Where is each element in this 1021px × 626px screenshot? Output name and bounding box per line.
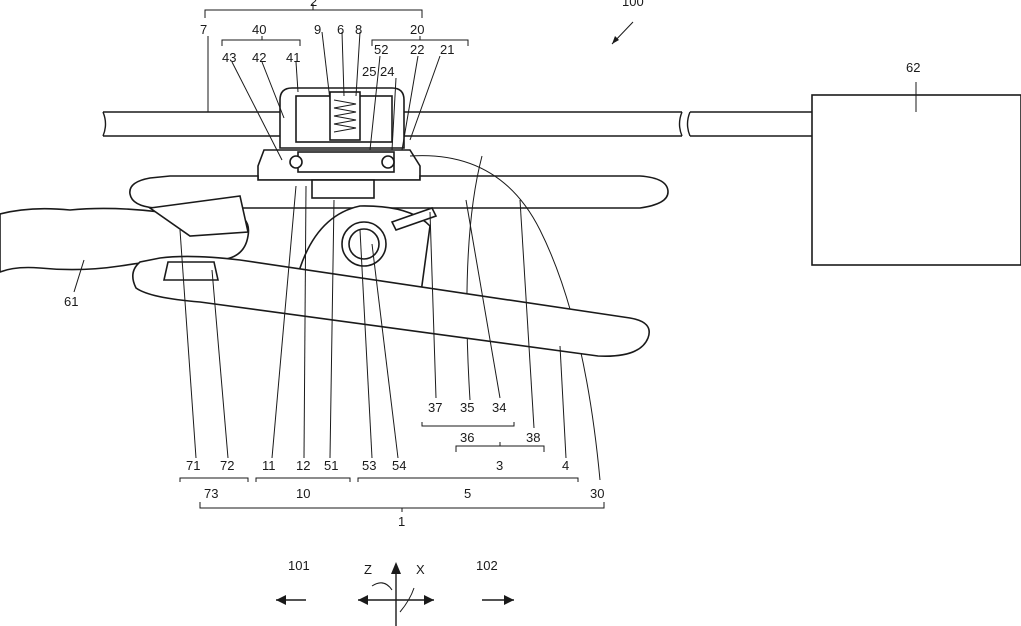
cable-end <box>147 195 249 237</box>
arc-37 <box>409 155 601 481</box>
label-41: 41 <box>286 50 300 65</box>
label-6: 6 <box>337 22 344 37</box>
shaft-break-left <box>678 111 683 137</box>
label-4: 4 <box>562 458 569 473</box>
label-102: 102 <box>476 558 498 573</box>
brace-10 <box>255 477 351 482</box>
label-9: 9 <box>314 22 321 37</box>
brace-73 <box>179 477 249 482</box>
label-30: 30 <box>590 486 604 501</box>
label-51: 51 <box>324 458 338 473</box>
pivot-inner <box>348 228 380 260</box>
label-38: 38 <box>526 430 540 445</box>
label-25: 25 <box>362 64 376 79</box>
brace-2 <box>204 4 423 18</box>
ball-left <box>289 155 303 169</box>
labels: 2 100 7 40 9 6 8 20 43 42 41 52 22 21 25… <box>64 0 920 577</box>
label-22: 22 <box>410 42 424 57</box>
label-20: 20 <box>410 22 424 37</box>
label-3: 3 <box>496 458 503 473</box>
label-34: 34 <box>492 400 506 415</box>
label-21: 21 <box>440 42 454 57</box>
plate-30 <box>129 175 669 209</box>
label-72: 72 <box>220 458 234 473</box>
label-52: 52 <box>374 42 388 57</box>
brace-20 <box>371 36 469 46</box>
brace-5 <box>357 477 579 482</box>
label-1: 1 <box>398 514 405 529</box>
label-54: 54 <box>392 458 406 473</box>
axis-cross <box>358 562 434 626</box>
plate-window <box>311 179 375 199</box>
shaft-break-right <box>686 111 691 137</box>
ball-right <box>381 155 395 169</box>
box-62 <box>811 94 1021 266</box>
label-12: 12 <box>296 458 310 473</box>
label-Z: Z <box>364 562 372 577</box>
label-71: 71 <box>186 458 200 473</box>
arrow-100-head <box>612 36 619 44</box>
label-24: 24 <box>380 64 394 79</box>
pin-upper <box>390 207 438 231</box>
label-42: 42 <box>252 50 266 65</box>
brace-1 <box>199 502 605 512</box>
label-101: 101 <box>288 558 310 573</box>
label-2: 2 <box>310 0 317 9</box>
brace-40 <box>221 36 301 46</box>
label-100: 100 <box>622 0 644 9</box>
label-37: 37 <box>428 400 442 415</box>
label-X: X <box>416 562 425 577</box>
label-11: 11 <box>262 458 276 473</box>
label-73: 73 <box>204 486 218 501</box>
direction-101-arrow <box>276 595 306 605</box>
arc-35 <box>466 155 483 401</box>
brace-3 <box>455 442 545 452</box>
leader-lines <box>73 31 917 459</box>
label-36: 36 <box>460 430 474 445</box>
lever-4-slot <box>163 261 219 281</box>
label-62: 62 <box>906 60 920 75</box>
label-35: 35 <box>460 400 474 415</box>
label-10: 10 <box>296 486 310 501</box>
label-8: 8 <box>355 22 362 37</box>
label-53: 53 <box>362 458 376 473</box>
coupling-inner <box>297 151 395 173</box>
label-7: 7 <box>200 22 207 37</box>
brace-36-38 <box>421 422 515 427</box>
shaft-7-right <box>690 111 812 137</box>
label-40: 40 <box>252 22 266 37</box>
label-61: 61 <box>64 294 78 309</box>
label-5: 5 <box>464 486 471 501</box>
spring <box>333 99 357 133</box>
lever-4 <box>132 255 650 357</box>
direction-102-arrow <box>482 595 514 605</box>
label-43: 43 <box>222 50 236 65</box>
